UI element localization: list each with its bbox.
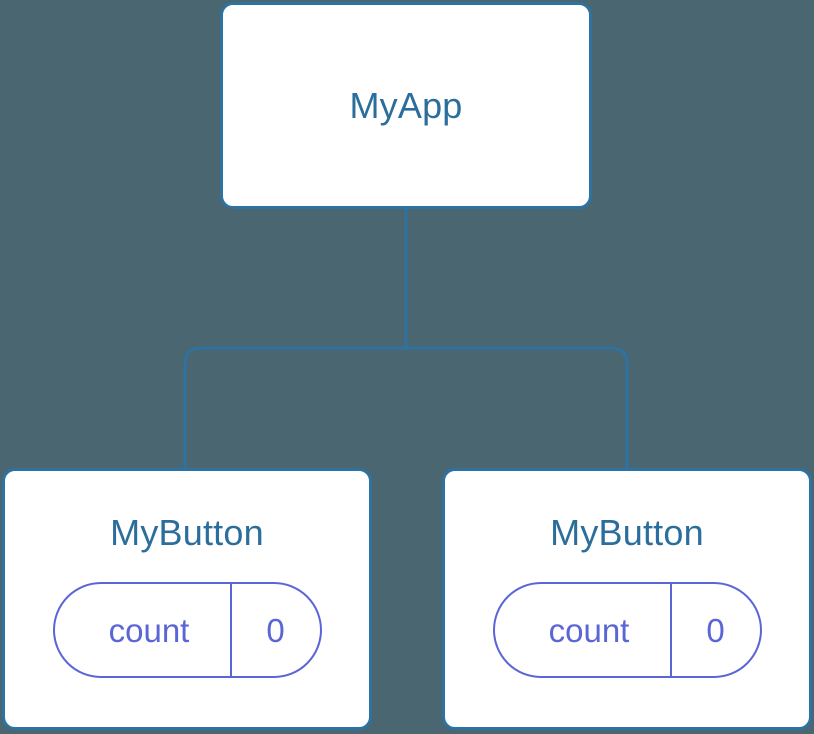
state-key-label: count bbox=[108, 611, 190, 649]
state-value: 0 bbox=[229, 584, 320, 676]
node-mybutton-left[interactable]: MyButton count 0 bbox=[2, 468, 372, 730]
node-mybutton-right[interactable]: MyButton count 0 bbox=[442, 468, 812, 730]
node-myapp[interactable]: MyApp bbox=[220, 2, 592, 209]
node-title: MyButton bbox=[550, 512, 704, 553]
node-title: MyButton bbox=[110, 512, 264, 553]
state-pill[interactable]: count 0 bbox=[52, 582, 322, 678]
state-key-label: count bbox=[548, 611, 630, 649]
state-pill[interactable]: count 0 bbox=[492, 582, 762, 678]
node-title: MyApp bbox=[349, 84, 463, 126]
connector-to-right-child bbox=[406, 346, 629, 470]
state-value: 0 bbox=[669, 584, 760, 676]
connector-to-left-child bbox=[183, 346, 406, 470]
